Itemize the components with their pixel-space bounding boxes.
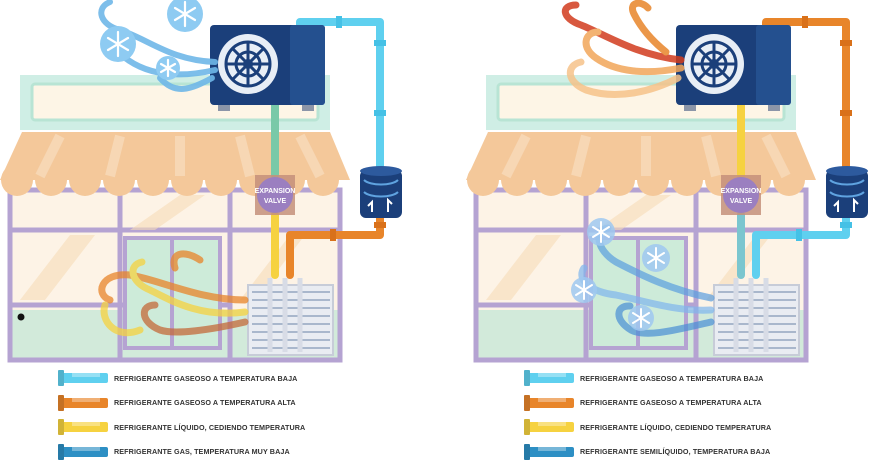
legend-item: REFRIGERANTE GASEOSO A TEMPERATURA BAJA bbox=[62, 366, 402, 391]
compressor bbox=[826, 166, 868, 218]
legend-pipe-swatch bbox=[62, 373, 108, 384]
legend-pipe-swatch bbox=[528, 397, 574, 408]
expansion-valve: EXPANSION VALVE bbox=[721, 175, 762, 215]
cooling-mode-diagram: EXPANSION VALVE bbox=[466, 0, 868, 363]
expansion-valve: EXPANSION VALVE bbox=[255, 175, 296, 215]
legend-pipe-swatch bbox=[62, 446, 108, 457]
warm-air-flow bbox=[98, 250, 249, 337]
pipe-flanges bbox=[336, 16, 386, 116]
legend-label: REFRIGERANTE GAS, TEMPERATURA MUY BAJA bbox=[114, 447, 290, 457]
legend-item: REFRIGERANTE GASEOSO A TEMPERATURA ALTA bbox=[62, 391, 402, 416]
snowflake-icons bbox=[571, 218, 670, 331]
legend-item: REFRIGERANTE SEMILÍQUIDO, TEMPERATURA BA… bbox=[528, 440, 868, 465]
indoor-coil bbox=[713, 278, 800, 356]
indoor-coil bbox=[247, 278, 334, 356]
marker-dot bbox=[17, 313, 25, 321]
hot-air-exhaust bbox=[561, 0, 685, 98]
heating-mode-panel: EXPANSION VALVE REFRIGERANTE GASEOSO A T… bbox=[0, 0, 420, 465]
legend-label: REFRIGERANTE GASEOSO A TEMPERATURA BAJA bbox=[114, 373, 298, 383]
valve-label-line1: EXPANSION bbox=[721, 188, 762, 195]
legend-pipe-swatch bbox=[528, 446, 574, 457]
compressor bbox=[360, 166, 402, 218]
legend-item: REFRIGERANTE LÍQUIDO, CEDIENDO TEMPERATU… bbox=[62, 415, 402, 440]
heating-mode-diagram: EXPANSION VALVE bbox=[0, 0, 402, 363]
legend-label: REFRIGERANTE LÍQUIDO, CEDIENDO TEMPERATU… bbox=[114, 422, 306, 432]
outdoor-unit bbox=[210, 25, 325, 111]
legend-item: REFRIGERANTE GASEOSO A TEMPERATURA BAJA bbox=[528, 366, 868, 391]
legend-pipe-swatch bbox=[528, 422, 574, 433]
legend-pipe-swatch bbox=[62, 422, 108, 433]
legend-item: REFRIGERANTE LÍQUIDO, CEDIENDO TEMPERATU… bbox=[528, 415, 868, 440]
legend-heating: REFRIGERANTE GASEOSO A TEMPERATURA BAJA R… bbox=[62, 366, 402, 464]
window-frames bbox=[473, 187, 809, 363]
cooling-mode-panel: EXPANSION VALVE bbox=[466, 0, 875, 465]
legend-item: REFRIGERANTE GAS, TEMPERATURA MUY BAJA bbox=[62, 440, 402, 465]
valve-label-line2: VALVE bbox=[730, 198, 753, 205]
legend-label: REFRIGERANTE GASEOSO A TEMPERATURA ALTA bbox=[580, 398, 762, 408]
legend-label: REFRIGERANTE SEMILÍQUIDO, TEMPERATURA BA… bbox=[580, 447, 771, 457]
legend-pipe-swatch bbox=[528, 373, 574, 384]
legend-pipe-swatch bbox=[62, 397, 108, 408]
valve-label-line2: VALVE bbox=[264, 198, 287, 205]
snowflake-icons bbox=[100, 0, 203, 80]
legend-cooling: REFRIGERANTE GASEOSO A TEMPERATURA BAJA R… bbox=[528, 366, 868, 464]
legend-label: REFRIGERANTE GASEOSO A TEMPERATURA BAJA bbox=[580, 373, 764, 383]
valve-label-line1: EXPANSION bbox=[255, 188, 296, 195]
legend-item: REFRIGERANTE GASEOSO A TEMPERATURA ALTA bbox=[528, 391, 868, 416]
legend-label: REFRIGERANTE GASEOSO A TEMPERATURA ALTA bbox=[114, 398, 296, 408]
legend-label: REFRIGERANTE LÍQUIDO, CEDIENDO TEMPERATU… bbox=[580, 422, 772, 432]
pipe-flanges bbox=[802, 16, 852, 116]
outdoor-unit bbox=[676, 25, 791, 111]
